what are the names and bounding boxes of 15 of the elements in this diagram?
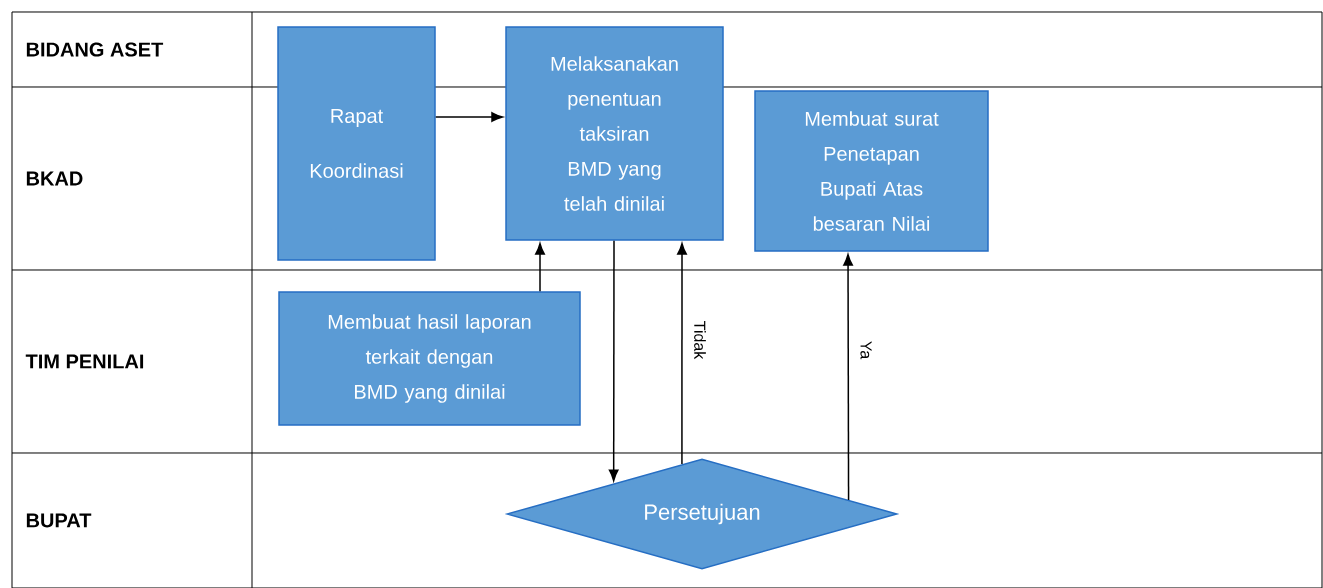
process-box: Membuat surat Penetapan Bupati Atas besaran Nilai [754,90,989,252]
edge-label: Ya [858,338,874,362]
arrow [535,242,545,292]
lane-label: TIM PENILAI [25,354,144,369]
edge-label: Tidak [692,318,708,362]
lane-label: BUPAT [26,513,92,528]
arrow [843,253,853,501]
process-box: Membuat hasil laporan terkait dengan BMD yang dinilai [278,291,581,426]
lane-label: BIDANG ASET [26,42,164,57]
lane-label: BKAD [26,171,83,186]
process-box: Rapat Koordinasi [277,26,436,261]
arrow [677,242,687,465]
process-box: Melaksanakan penentuan taksiran BMD yang telah dinilai [505,26,724,241]
arrow [435,112,504,122]
arrow [608,240,619,482]
